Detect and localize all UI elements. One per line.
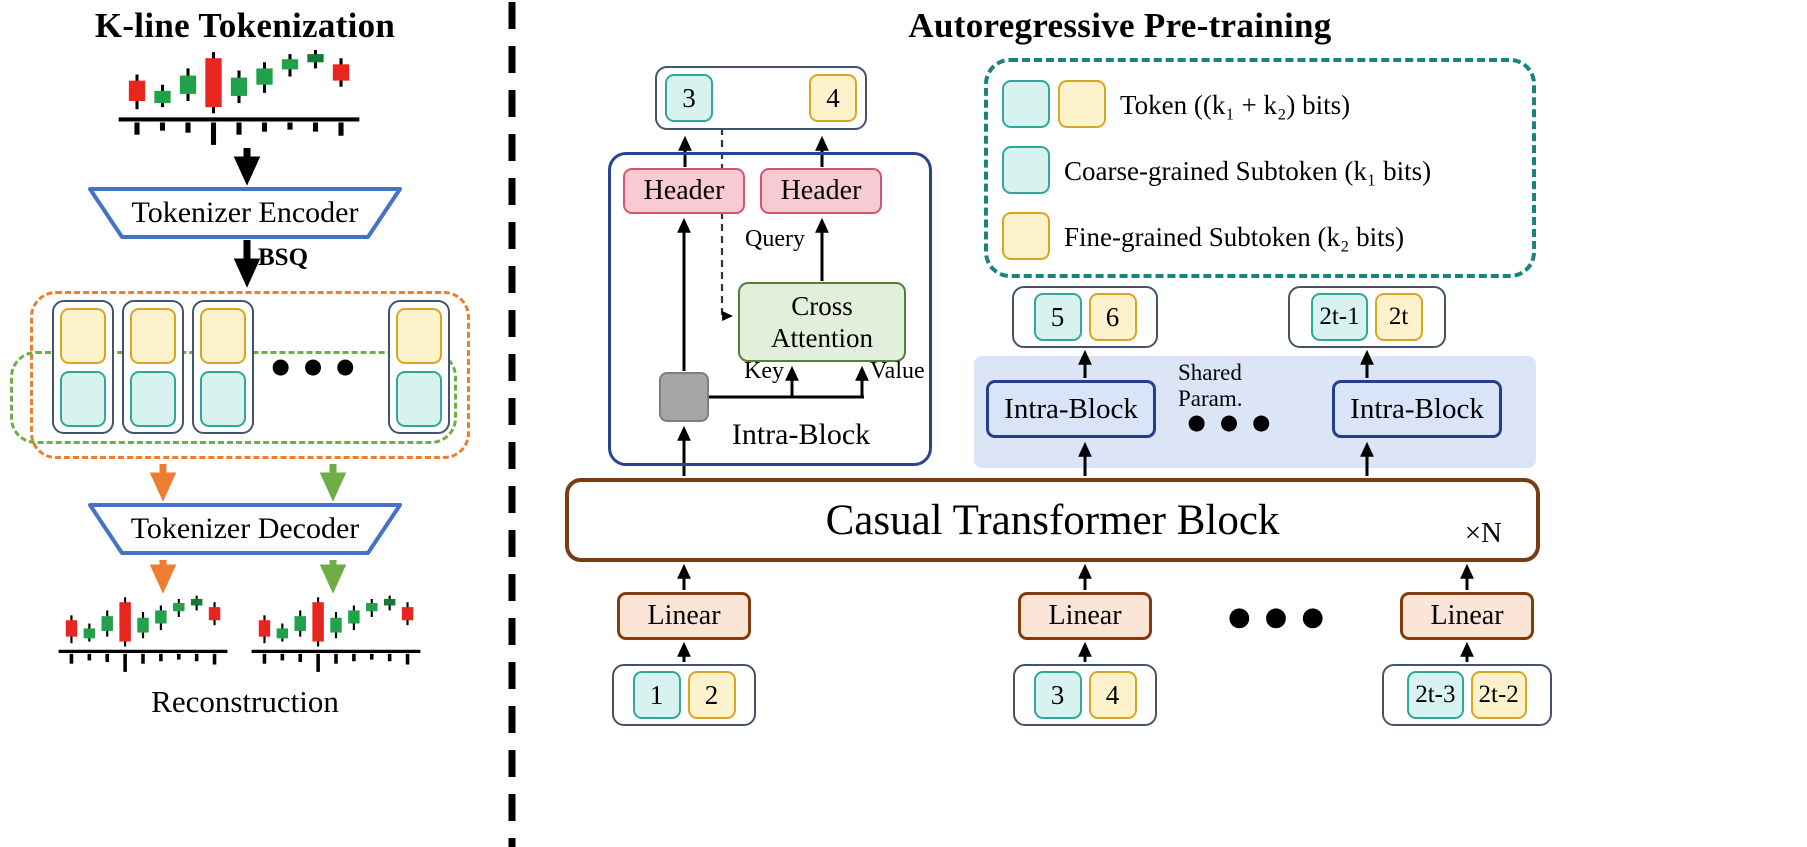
fine-subtoken-cell — [60, 307, 106, 364]
intra-block-ellipsis: ●●● — [1187, 410, 1285, 434]
coarse-subtoken-cell — [60, 370, 106, 427]
header-box-left: Header — [623, 168, 745, 214]
left-panel-title: K-line Tokenization — [94, 6, 396, 45]
fine-subtoken-4: 4 — [809, 74, 857, 122]
coarse-subtoken-cell — [396, 370, 442, 427]
shared-param-label: Shared Param. — [1178, 360, 1243, 412]
query-label: Query — [745, 226, 805, 252]
fine-subtoken-6: 6 — [1088, 293, 1137, 341]
coarse-subtoken-3: 3 — [665, 74, 713, 122]
tokenizer-encoder: Tokenizer Encoder — [85, 186, 405, 240]
intra-block-left: Intra-Block — [986, 380, 1156, 438]
tokenizer-decoder: Tokenizer Decoder — [85, 502, 405, 556]
tokenizer-decoder-label: Tokenizer Decoder — [130, 512, 360, 545]
intra-block-detail-label: Intra-Block — [731, 418, 871, 451]
input-token-group-3: 2t-3 2t-2 — [1382, 664, 1552, 726]
legend-fine-label: Fine-grained Subtoken (k₂ bits) — [1064, 222, 1405, 252]
right-panel-title: Autoregressive Pre-training — [908, 6, 1332, 45]
decoder-trapezoid-shape — [88, 503, 402, 555]
token-ellipsis: ●●● — [271, 354, 369, 378]
linear-box-2: Linear — [1018, 592, 1152, 640]
hidden-state-square — [659, 372, 709, 422]
reconstruction-chart-left-icon — [50, 594, 236, 676]
fine-subtoken-cell — [396, 307, 442, 364]
coarse-subtoken-2t-1: 2t-1 — [1311, 293, 1368, 341]
fine-subtoken-2: 2 — [687, 671, 736, 719]
value-label: Value — [870, 358, 925, 384]
coarse-subtoken-2t-3: 2t-3 — [1407, 671, 1464, 719]
legend-coarse-swatch — [1002, 80, 1050, 128]
token-stack-3 — [192, 300, 254, 434]
causal-transformer-block: Casual Transformer Block ×N — [565, 478, 1540, 562]
fine-subtoken-2t: 2t — [1374, 293, 1423, 341]
fine-subtoken-2t-2: 2t-2 — [1470, 671, 1527, 719]
mid-token-group-left: 5 6 — [1012, 286, 1158, 348]
causal-transformer-label: Casual Transformer Block — [825, 496, 1280, 544]
coarse-subtoken-cell — [200, 370, 246, 427]
legend-coarse-swatch-2 — [1002, 146, 1050, 194]
coarse-subtoken-5: 5 — [1033, 293, 1082, 341]
coarse-subtoken-cell — [130, 370, 176, 427]
encoder-trapezoid-shape — [88, 187, 402, 239]
key-label: Key — [744, 358, 784, 384]
mid-token-group-right: 2t-1 2t — [1288, 286, 1446, 348]
fine-subtoken-4b: 4 — [1088, 671, 1137, 719]
legend-fine-swatch-2 — [1002, 212, 1050, 260]
intra-block-right: Intra-Block — [1332, 380, 1502, 438]
tokenizer-encoder-label: Tokenizer Encoder — [131, 196, 359, 229]
input-token-group-2: 3 4 — [1013, 664, 1157, 726]
legend-token-label: Token ((k₁ + k₂) bits) — [1120, 90, 1351, 120]
legend-box — [984, 58, 1536, 278]
token-stack-4 — [388, 300, 450, 434]
intra-block-detail-box — [608, 152, 932, 466]
reconstruction-chart-right-icon — [243, 594, 429, 676]
header-box-right: Header — [760, 168, 882, 214]
linear-ellipsis: ●●● — [1227, 602, 1339, 632]
input-token-group-1: 1 2 — [612, 664, 756, 726]
fine-subtoken-cell — [200, 307, 246, 364]
bsq-label: BSQ — [258, 244, 309, 271]
token-stack-2 — [122, 300, 184, 434]
linear-box-3: Linear — [1400, 592, 1534, 640]
linear-box-1: Linear — [617, 592, 751, 640]
fine-subtoken-cell — [130, 307, 176, 364]
coarse-subtoken-1: 1 — [632, 671, 681, 719]
legend-coarse-label: Coarse-grained Subtoken (k₁ bits) — [1064, 156, 1432, 186]
token-stack-1 — [52, 300, 114, 434]
reconstruction-label: Reconstruction — [151, 684, 339, 719]
coarse-subtoken-3b: 3 — [1033, 671, 1082, 719]
output-token-group: 3 4 — [655, 66, 867, 130]
legend-fine-swatch — [1058, 80, 1106, 128]
kline-chart-icon — [103, 48, 375, 150]
cross-attention-box: Cross Attention — [738, 282, 906, 362]
repeat-n-label: ×N — [1464, 517, 1502, 549]
